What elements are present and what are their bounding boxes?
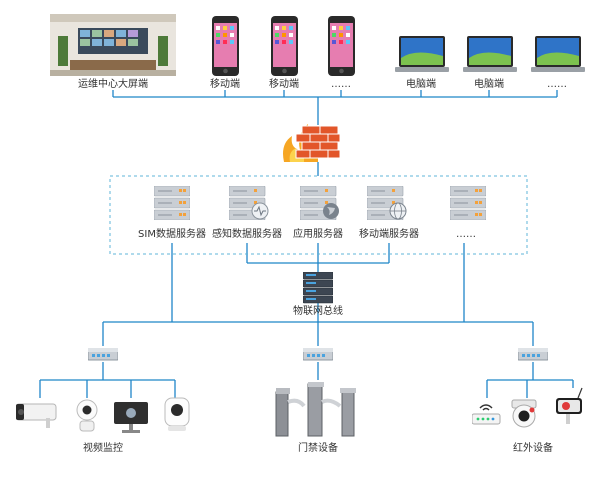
camera-group-icon xyxy=(15,396,196,436)
smartphone-icon xyxy=(328,16,355,76)
infrared-group-icon xyxy=(471,380,588,430)
server-label: 应用服务器 xyxy=(293,229,343,240)
top-device-label: 移动端 xyxy=(210,79,240,90)
server-icon xyxy=(299,185,340,221)
server-area-box xyxy=(109,175,528,255)
group-label: 红外设备 xyxy=(513,443,553,454)
server-label: …… xyxy=(456,229,476,240)
edge-switch-icon xyxy=(302,346,334,362)
switch-icon xyxy=(302,271,334,304)
server-icon xyxy=(153,185,191,221)
edge-switch-icon xyxy=(517,346,549,362)
edge-switch-icon xyxy=(87,346,119,362)
smartphone-icon xyxy=(212,16,239,76)
top-device-label: 电脑端 xyxy=(474,79,504,90)
laptop-icon xyxy=(395,36,449,74)
group-label: 视频监控 xyxy=(83,443,123,454)
server-label: SIM数据服务器 xyxy=(138,229,206,240)
video-wall-icon xyxy=(50,14,176,76)
server-icon xyxy=(228,185,269,221)
group-label: 门禁设备 xyxy=(298,443,338,454)
top-device-label: 运维中心大屏端 xyxy=(78,79,148,90)
server-icon xyxy=(449,185,487,221)
firewall-icon xyxy=(282,120,342,164)
server-icon xyxy=(366,185,407,221)
top-device-label: 移动端 xyxy=(269,79,299,90)
laptop-icon xyxy=(463,36,517,74)
bus-label: 物联网总线 xyxy=(293,306,343,317)
turnstile-icon xyxy=(270,380,362,438)
top-device-label: …… xyxy=(331,79,351,90)
laptop-icon xyxy=(531,36,585,74)
server-label: 感知数据服务器 xyxy=(212,229,282,240)
top-device-label: 电脑端 xyxy=(406,79,436,90)
server-label: 移动端服务器 xyxy=(359,229,419,240)
smartphone-icon xyxy=(271,16,298,76)
top-device-label: …… xyxy=(547,79,567,90)
